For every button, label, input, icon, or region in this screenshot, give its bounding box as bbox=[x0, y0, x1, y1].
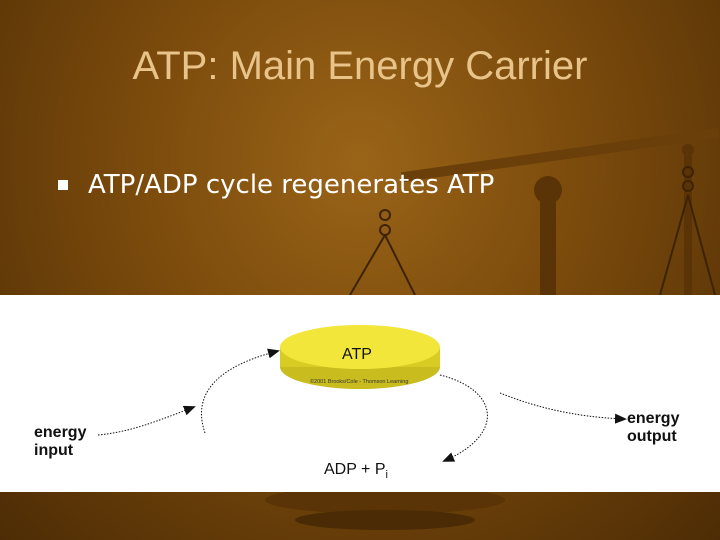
arrow-adp-to-atp bbox=[201, 348, 280, 434]
arrow-atp-to-adp bbox=[439, 374, 488, 462]
energy-input-label: energy input bbox=[34, 424, 87, 459]
energy-output-label: energy output bbox=[627, 410, 680, 445]
arrow-energy-input bbox=[97, 405, 196, 436]
arrow-energy-output bbox=[499, 392, 627, 424]
adp-label-text: ADP + P bbox=[324, 461, 386, 478]
atp-adp-cycle-diagram: ATP ©2001 Brooks/Cole - Thomson Learning… bbox=[0, 295, 720, 492]
square-bullet-icon bbox=[58, 180, 68, 190]
bullet-item: ATP/ADP cycle regenerates ATP bbox=[58, 170, 494, 200]
atp-label: ATP bbox=[342, 346, 372, 363]
slide-title: ATP: Main Energy Carrier bbox=[132, 44, 588, 88]
adp-label-subscript: i bbox=[385, 469, 388, 482]
copyright-credit: ©2001 Brooks/Cole - Thomson Learning bbox=[310, 379, 409, 385]
atp-disc-top bbox=[280, 325, 440, 369]
adp-label: ADP + Pi bbox=[324, 461, 388, 484]
bullet-text: ATP/ADP cycle regenerates ATP bbox=[88, 170, 495, 200]
cycle-arrows bbox=[97, 325, 627, 462]
